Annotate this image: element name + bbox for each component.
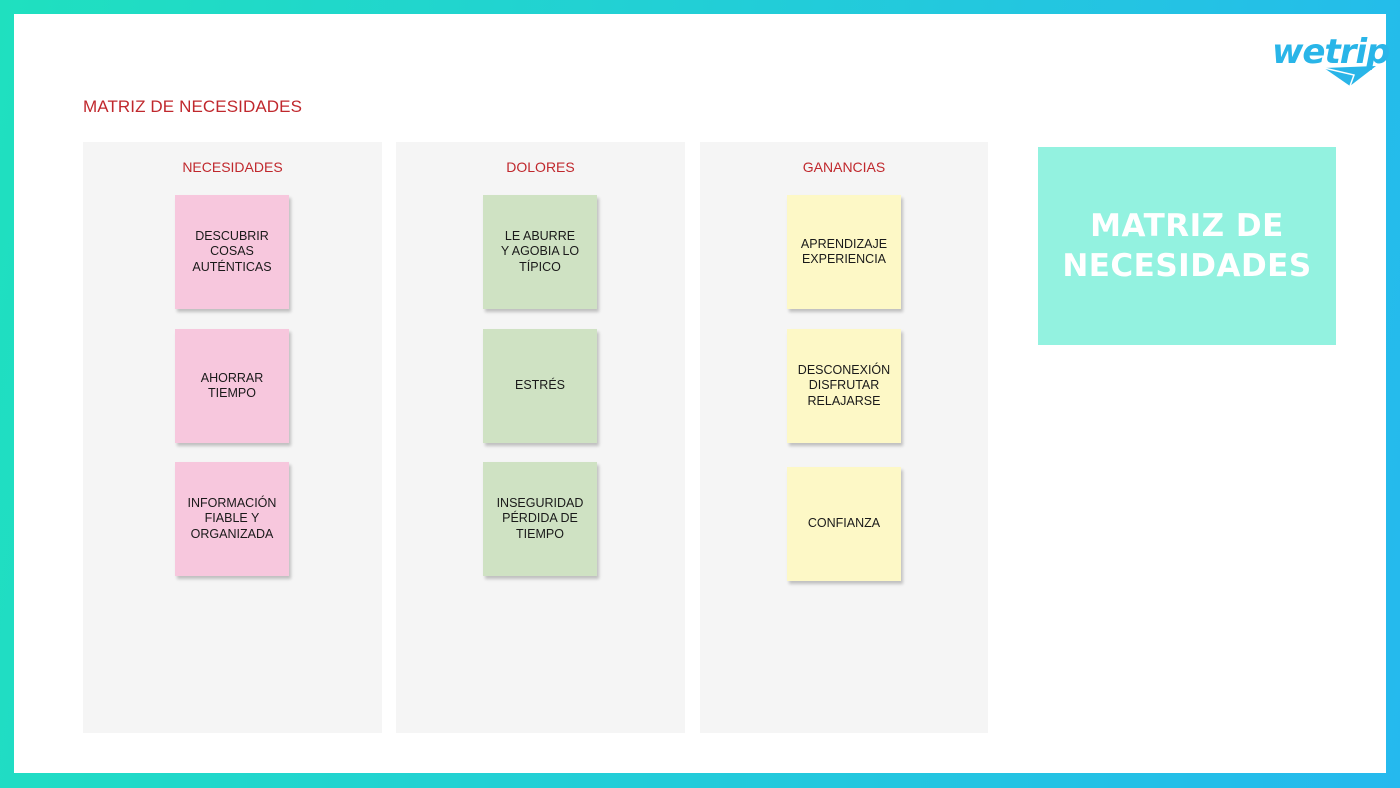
sticky-note[interactable]: DESCONEXIÓN DISFRUTAR RELAJARSE <box>787 329 901 443</box>
note-text: AHORRAR TIEMPO <box>200 370 264 401</box>
note-text: DESCUBRIR COSAS AUTÉNTICAS <box>192 228 272 274</box>
column-dolores: DOLORES LE ABURRE Y AGOBIA LO TÍPICO EST… <box>396 142 685 733</box>
sticky-note[interactable]: AHORRAR TIEMPO <box>175 329 289 443</box>
page-title: MATRIZ DE NECESIDADES <box>83 97 303 116</box>
note-text: ESTRÉS <box>514 378 565 393</box>
logo-text: wetrip <box>1272 32 1390 72</box>
hero-title: MATRIZ DE NECESIDADES <box>1062 208 1312 284</box>
sticky-note[interactable]: DESCUBRIR COSAS AUTÉNTICAS <box>175 195 289 309</box>
sticky-note[interactable]: LE ABURRE Y AGOBIA LO TÍPICO <box>483 195 597 309</box>
note-text: CONFIANZA <box>807 516 881 531</box>
sticky-note[interactable]: CONFIANZA <box>787 467 901 581</box>
sticky-note[interactable]: ESTRÉS <box>483 329 597 443</box>
note-text: INSEGURIDAD PÉRDIDA DE TIEMPO <box>496 495 584 541</box>
sticky-note[interactable]: INSEGURIDAD PÉRDIDA DE TIEMPO <box>483 462 597 576</box>
column-header: DOLORES <box>506 159 575 175</box>
note-text: DESCONEXIÓN DISFRUTAR RELAJARSE <box>797 362 891 408</box>
column-header: NECESIDADES <box>182 159 283 175</box>
note-text: APRENDIZAJE EXPERIENCIA <box>800 236 888 267</box>
column-header: GANANCIAS <box>802 159 886 175</box>
note-text: INFORMACIÓN FIABLE Y ORGANIZADA <box>187 495 277 541</box>
note-text: LE ABURRE Y AGOBIA LO TÍPICO <box>500 228 580 274</box>
hero-title-box: MATRIZ DE NECESIDADES <box>1038 147 1336 345</box>
column-necesidades: NECESIDADES DESCUBRIR COSAS AUTÉNTICAS A… <box>83 142 382 733</box>
column-ganancias: GANANCIAS APRENDIZAJE EXPERIENCIA DESCON… <box>700 142 988 733</box>
sticky-note[interactable]: APRENDIZAJE EXPERIENCIA <box>787 195 901 309</box>
wetrip-logo: wetrip <box>1272 32 1390 92</box>
sticky-note[interactable]: INFORMACIÓN FIABLE Y ORGANIZADA <box>175 462 289 576</box>
paper-plane-icon <box>1324 66 1376 86</box>
slide: MATRIZ DE NECESIDADES wetrip NECESIDADES… <box>14 14 1390 773</box>
